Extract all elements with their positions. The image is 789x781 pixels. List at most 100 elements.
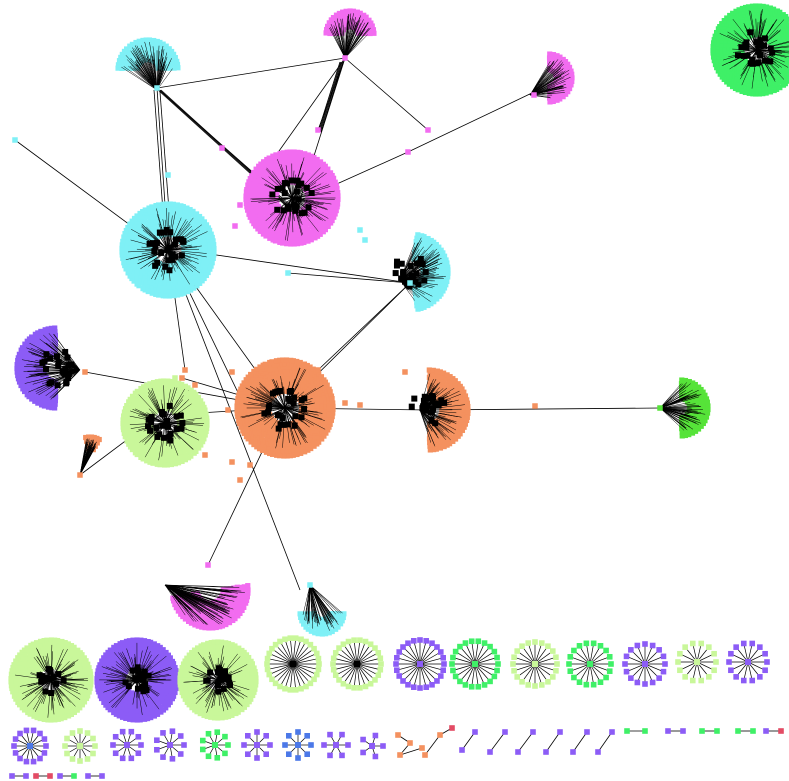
fan-magenta-top-leaf xyxy=(328,26,334,33)
hub-lime-main-leaf xyxy=(175,460,182,466)
fan-magenta-bottom-leaf xyxy=(229,595,236,601)
hub-cyan-main-core-cell xyxy=(162,263,169,270)
hub-purple-left-leaf xyxy=(20,352,26,359)
hub-purple-left-leaf xyxy=(35,375,41,382)
hub-orange-right-leaf xyxy=(449,402,456,408)
hub-orange-main-spoke xyxy=(259,407,286,412)
hub-magenta-main-leaf xyxy=(316,193,322,199)
fan-green-right-leaf xyxy=(690,403,696,409)
hub-magenta-main-leaf xyxy=(254,198,260,205)
hub-green-isolated-leaf xyxy=(744,8,751,14)
fan-green-right-leaf xyxy=(689,410,695,416)
hub-magenta-main-leaf xyxy=(316,200,322,207)
hub-lime-main-leaf xyxy=(196,415,202,421)
hub-orange-main-leaf xyxy=(306,403,312,410)
hub-orange-main-leaf xyxy=(298,423,304,429)
hub-green-isolated-leaf xyxy=(781,22,787,28)
hub-cyan-main-leaf xyxy=(140,209,146,215)
hub-cyan-main-leaf xyxy=(207,266,213,272)
hub-green-isolated-leaf xyxy=(739,5,746,12)
hub-green-isolated-leaf xyxy=(742,57,748,63)
hub-orange-right-leaf xyxy=(459,395,465,401)
hub-orange-main-leaf xyxy=(269,429,275,435)
fan-green-right-spoke xyxy=(659,407,694,430)
hub-lime-main-core-cell xyxy=(178,425,185,432)
fan-magenta-bottom-leaf xyxy=(226,620,233,626)
hub-magenta-main-leaf xyxy=(251,176,257,182)
hub-magenta-main-leaf xyxy=(281,161,287,167)
hub-cyan-main-leaf xyxy=(134,270,140,276)
hub-orange-main-leaf xyxy=(329,396,335,402)
hub-cyan-main-leaf xyxy=(192,245,198,251)
hub-cyan-right-leaf xyxy=(437,278,443,284)
hub-lime-main-leaf xyxy=(179,440,185,447)
fan-cyan-top-leaf xyxy=(145,45,151,51)
hub-green-isolated-leaf xyxy=(753,66,759,72)
hub-green-isolated-leaf xyxy=(753,3,759,9)
hub-cyan-main-leaf xyxy=(127,273,133,279)
hub-lime-main-leaf xyxy=(121,409,128,415)
hub-cyan-main-core-cell xyxy=(152,262,159,269)
hub-purple-left-leaf xyxy=(45,326,51,332)
hub-green-isolated-leaf xyxy=(783,19,789,25)
hub-green-isolated-leaf xyxy=(787,42,789,48)
hub-green-isolated-leaf xyxy=(738,57,744,63)
hub-orange-main-leaf xyxy=(287,446,293,452)
hub-lime-main-leaf xyxy=(133,410,140,416)
hub-orange-main-leaf xyxy=(239,418,245,424)
hub-lime-main-leaf xyxy=(120,420,126,427)
hub-orange-right-leaf xyxy=(456,416,462,422)
hub-magenta-main-leaf xyxy=(278,224,284,230)
hub-magenta-main-leaf xyxy=(314,219,320,225)
fan-magenta-top-spoke xyxy=(329,27,346,59)
hub-cyan-main-leaf xyxy=(199,272,205,278)
hub-green-isolated-leaf xyxy=(763,83,769,89)
fan-cyan-top-leaf xyxy=(160,41,166,47)
fan-cyan-top-leaf xyxy=(175,65,181,71)
hub-orange-right-spoke xyxy=(419,409,432,443)
hub-lime-main-leaf xyxy=(196,445,202,451)
hub-green-isolated-leaf xyxy=(750,80,757,86)
hub-cyan-right-leaf xyxy=(416,291,422,297)
fan-magenta-bottom-spoke xyxy=(164,584,240,588)
hub-lime-main-leaf xyxy=(155,394,161,401)
hub-cyan-main-leaf xyxy=(207,242,213,248)
hub-green-isolated-leaf xyxy=(749,83,755,90)
hub-orange-main-leaf xyxy=(303,432,309,438)
fan-magenta-top-leaf xyxy=(351,20,357,26)
fan-cyan-bottom-leaf xyxy=(316,616,322,622)
hub-orange-main-leaf xyxy=(238,424,244,430)
hub-orange-main-leaf xyxy=(324,382,330,388)
hub-magenta-main-leaf xyxy=(258,161,264,167)
hub-magenta-main-leaf xyxy=(281,229,287,235)
hub-orange-right-leaf xyxy=(427,432,433,438)
hub-orange-main-leaf xyxy=(311,443,317,449)
hub-orange-right-leaf xyxy=(431,424,437,430)
hub-magenta-main-leaf xyxy=(299,224,305,230)
fan-magenta-top-leaf xyxy=(358,27,364,33)
inter-cluster-edge xyxy=(167,247,301,591)
hub-magenta-main-leaf xyxy=(263,218,269,224)
hub-orange-main-leaf xyxy=(314,424,321,430)
fan-magenta-top-leaf xyxy=(359,16,365,22)
hub-orange-main-core-cell xyxy=(301,395,308,402)
hub-magenta-main-leaf xyxy=(271,156,278,163)
hub-green-isolated-leaf xyxy=(738,10,744,16)
hub-orange-main-leaf xyxy=(310,424,317,430)
hub-orange-right-leaf xyxy=(448,416,455,422)
hub-orange-right-leaf xyxy=(430,379,437,385)
hub-orange-main-leaf xyxy=(272,423,279,429)
hub-orange-right-leaf xyxy=(437,373,443,379)
fan-magenta-right-leaf xyxy=(563,67,569,73)
hub-magenta-main-leaf xyxy=(300,166,306,172)
hub-green-isolated-leaf xyxy=(765,8,772,14)
hub-orange-main-leaf xyxy=(299,403,305,409)
hub-green-isolated-leaf xyxy=(726,18,732,24)
hub-orange-main-leaf xyxy=(273,445,279,451)
hub-cyan-main-leaf xyxy=(178,227,184,233)
hub-orange-main-leaf xyxy=(326,403,333,409)
fan-magenta-right-spoke xyxy=(529,71,563,96)
hub-green-isolated-leaf xyxy=(747,7,753,13)
hub-green-isolated-leaf xyxy=(772,42,778,48)
hub-green-isolated-leaf xyxy=(722,38,728,44)
